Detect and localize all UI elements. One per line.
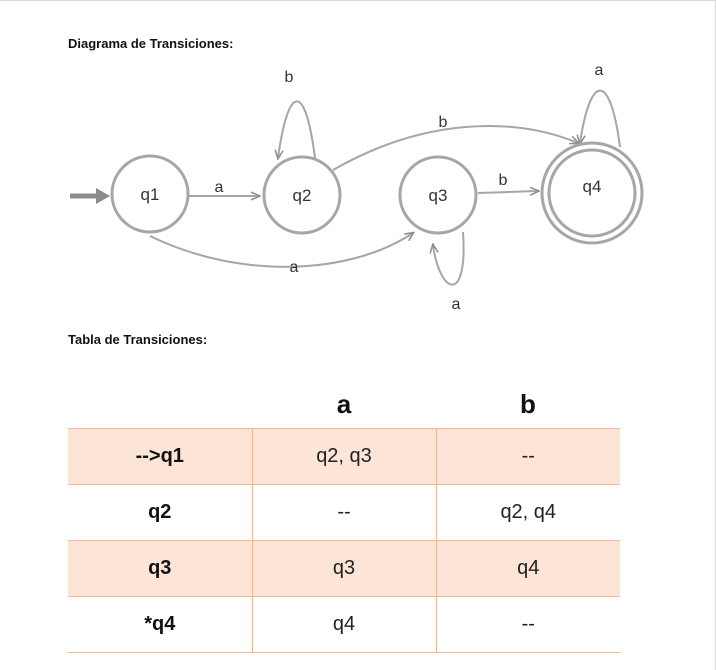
cell-a: q3 xyxy=(251,540,436,597)
diagram-title: Diagrama de Transiciones: xyxy=(68,36,234,51)
initial-arrow xyxy=(70,188,110,204)
transition-diagram: q1 q2 q3 q4 a b b a a b a xyxy=(70,62,644,313)
state-q3-label: q3 xyxy=(429,186,448,205)
row-state: -->q1 xyxy=(68,428,252,485)
edge-q2-q4 xyxy=(332,125,578,171)
table-row: *q4 q4 -- xyxy=(68,596,620,653)
cell-a: -- xyxy=(251,484,436,541)
state-q2: q2 xyxy=(262,155,342,235)
page-edge-top xyxy=(0,0,716,1)
table-title: Tabla de Transiciones: xyxy=(68,332,208,347)
cell-b: q2, q4 xyxy=(435,484,620,541)
row-state: *q4 xyxy=(68,596,252,653)
edge-label-q1-q2: a xyxy=(215,179,224,196)
state-q2-label: q2 xyxy=(293,186,312,205)
state-q4-final: q4 xyxy=(540,141,644,245)
edge-q4-q4-loop xyxy=(580,89,621,148)
row-state: q3 xyxy=(68,540,252,597)
cell-b: -- xyxy=(435,596,620,653)
cell-b: -- xyxy=(435,428,620,485)
header-symbol-a: a xyxy=(336,388,352,419)
table-row: -->q1 q2, q3 -- xyxy=(68,428,620,485)
edge-q1-q3 xyxy=(149,233,413,268)
table-header-row: a b xyxy=(68,380,620,429)
edge-q3-q4 xyxy=(477,191,538,193)
edge-q3-q3-loop xyxy=(433,231,465,286)
table-row: q3 q3 q4 xyxy=(68,540,620,597)
row-state: q2 xyxy=(68,484,252,541)
transition-table: a b -->q1 q2, q3 -- q2 -- q2, q4 q3 q3 q… xyxy=(68,380,620,653)
edge-q2-q2-loop xyxy=(278,100,316,158)
edge-label-q2-q4: b xyxy=(439,114,448,131)
state-q4-label: q4 xyxy=(583,177,602,196)
cell-b: q4 xyxy=(435,540,620,597)
cell-a: q2, q3 xyxy=(251,428,436,485)
edge-label-q4-loop: a xyxy=(595,62,604,79)
edge-label-q3-loop: a xyxy=(452,296,461,313)
state-q1-label: q1 xyxy=(141,185,160,204)
table-row: q2 -- q2, q4 xyxy=(68,484,620,541)
state-q1: q1 xyxy=(110,154,190,234)
edge-label-q3-q4: b xyxy=(499,172,508,189)
edge-label-q2-loop: b xyxy=(285,69,294,86)
header-symbol-b: b xyxy=(520,388,536,419)
edge-label-q1-q3: a xyxy=(290,259,299,276)
state-q3: q3 xyxy=(398,155,478,235)
header-state xyxy=(68,380,252,429)
cell-a: q4 xyxy=(251,596,436,653)
